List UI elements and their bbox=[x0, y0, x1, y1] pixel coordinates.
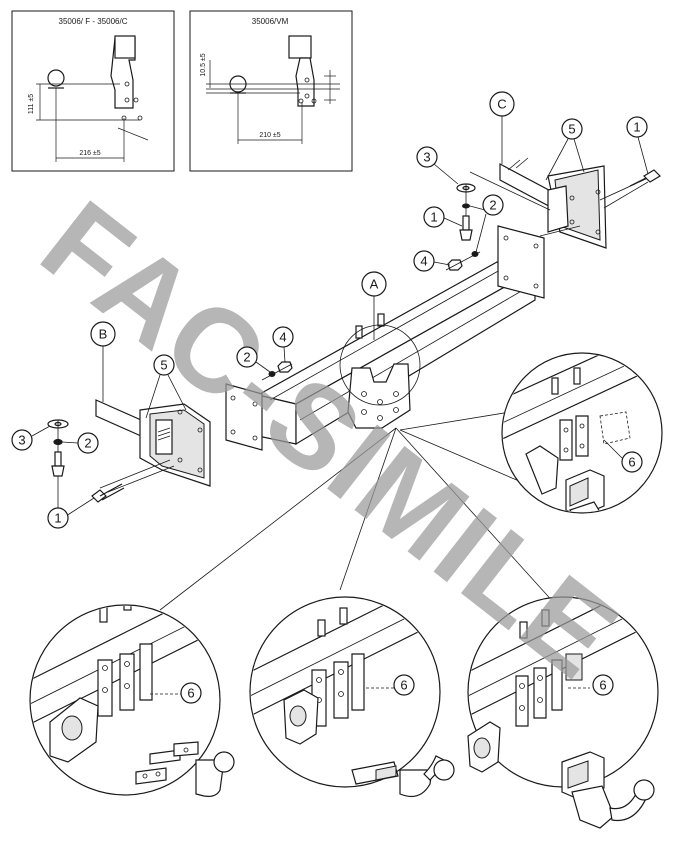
callout-4-right-label: 4 bbox=[420, 254, 427, 269]
callout-4-center: 4 bbox=[272, 326, 294, 363]
callout-2-right: 2 bbox=[469, 194, 504, 253]
left-side-bracket bbox=[95, 399, 211, 493]
callout-4-center-label: 4 bbox=[279, 330, 286, 345]
detail-magnifier-top bbox=[399, 352, 663, 514]
hardware-left bbox=[47, 419, 69, 477]
inset-left-title: 35006/ F - 35006/C bbox=[59, 17, 128, 26]
callout-2-right-label: 2 bbox=[489, 198, 496, 213]
hardware-center-left bbox=[261, 361, 293, 381]
callout-2-left-label: 2 bbox=[84, 436, 91, 451]
callout-6-magnifier-1: 6 bbox=[180, 682, 202, 704]
callout-a: A bbox=[361, 271, 387, 340]
callout-6-top-detail-label: 6 bbox=[628, 455, 635, 470]
callout-1-top-right: 1 bbox=[626, 116, 649, 175]
callout-b-label: B bbox=[99, 327, 108, 342]
detail-magnifier-1 bbox=[29, 604, 235, 797]
inset-right-panel: 35006/VM 10.5 ±5 210 ±5 bbox=[189, 10, 353, 172]
callout-6-magnifier-2: 6 bbox=[393, 674, 415, 696]
inset-left-dim-vertical: 111 ±5 bbox=[28, 94, 35, 114]
inset-right-dim-horizontal: 210 ±5 bbox=[259, 132, 280, 139]
callout-1-bottom-left: 1 bbox=[47, 476, 95, 529]
magnifier-leader-lines bbox=[159, 427, 566, 616]
callout-5-right: 5 bbox=[545, 118, 585, 181]
callout-1-mid-right-label: 1 bbox=[430, 210, 437, 225]
inset-left-panel: 35006/ F - 35006/C 111 ±5 216 ±5 bbox=[11, 10, 175, 172]
callout-6-top-detail: 6 bbox=[603, 439, 643, 473]
callout-3-left: 3 bbox=[11, 425, 51, 451]
callout-a-label: A bbox=[370, 277, 379, 292]
callout-6-magnifier-2-label: 6 bbox=[400, 678, 407, 693]
callout-3-right-label: 3 bbox=[423, 150, 430, 165]
detail-magnifier-2 bbox=[249, 596, 455, 797]
callout-2-center-label: 2 bbox=[243, 350, 250, 365]
callout-1-mid-right: 1 bbox=[423, 206, 463, 228]
right-side-bracket bbox=[469, 157, 649, 249]
callout-c-label: C bbox=[497, 97, 506, 112]
callout-5-left: 5 bbox=[145, 354, 187, 419]
callout-b: B bbox=[90, 321, 116, 402]
callout-1-bottom-left-label: 1 bbox=[54, 511, 61, 526]
hardware-right bbox=[445, 183, 481, 271]
inset-right-dim-vertical: 10.5 ±5 bbox=[200, 53, 207, 76]
callout-6-magnifier-1-label: 6 bbox=[187, 686, 194, 701]
callout-6-magnifier-3: 6 bbox=[592, 674, 614, 696]
callout-2-left: 2 bbox=[61, 432, 99, 454]
callout-4-right: 4 bbox=[413, 250, 451, 272]
inset-right-title: 35006/VM bbox=[252, 17, 289, 26]
callout-5-right-label: 5 bbox=[568, 122, 575, 137]
callout-2-center: 2 bbox=[236, 346, 271, 373]
bolt-left bbox=[91, 483, 125, 503]
callout-1-top-right-label: 1 bbox=[633, 120, 640, 135]
inset-left-dim-horizontal: 216 ±5 bbox=[79, 150, 100, 157]
right-end-plate bbox=[497, 225, 545, 299]
callout-5-left-label: 5 bbox=[160, 358, 167, 373]
bolt-right bbox=[629, 169, 661, 187]
callout-3-right: 3 bbox=[416, 146, 459, 185]
left-end-plate bbox=[225, 383, 263, 451]
callout-3-left-label: 3 bbox=[18, 433, 25, 448]
center-mount-plate bbox=[339, 324, 421, 429]
callout-c: C bbox=[489, 91, 515, 164]
callout-6-magnifier-3-label: 6 bbox=[599, 678, 606, 693]
